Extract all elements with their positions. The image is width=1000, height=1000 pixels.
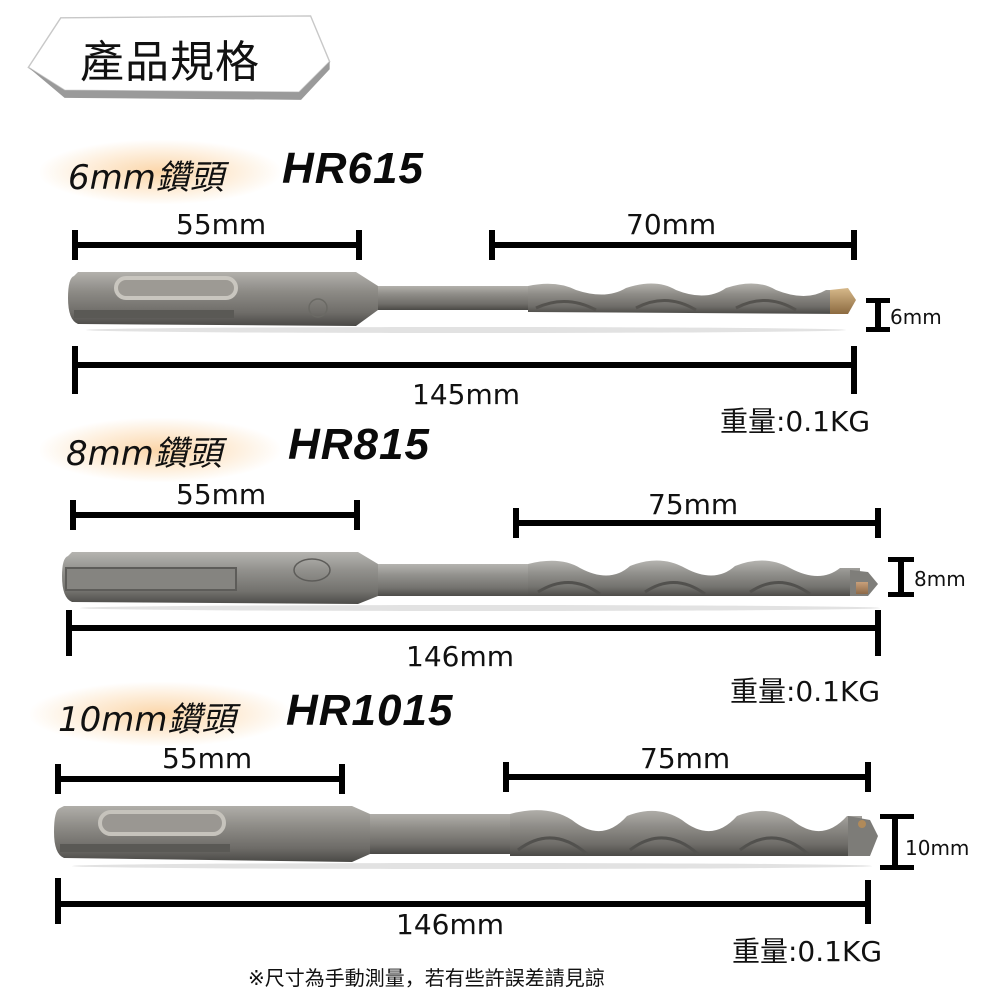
shank-dimension-line	[55, 776, 345, 782]
product-model: HR615	[282, 144, 424, 193]
dimension-tick	[72, 346, 78, 394]
product-size-label: 10mm鑽頭	[58, 700, 236, 740]
dimension-tick	[72, 230, 78, 260]
weight-label: 重量:0.1KG	[720, 405, 871, 438]
weight-label: 重量:0.1KG	[730, 675, 881, 708]
product-model: HR1015	[286, 686, 454, 735]
dimension-tick	[851, 230, 857, 260]
label-glow	[30, 682, 290, 746]
measurement-disclaimer: ※尺寸為手動測量，若有些許誤差請見諒	[248, 966, 605, 990]
flute-length-label: 75mm	[640, 742, 731, 775]
shank-dimension-line	[70, 512, 360, 518]
diameter-marker	[888, 557, 914, 597]
flute-dimension-line	[513, 520, 881, 526]
total-length-line	[66, 625, 881, 631]
shank-length-label: 55mm	[176, 478, 267, 511]
total-length-label: 145mm	[412, 378, 520, 411]
shank-length-label: 55mm	[176, 208, 267, 241]
total-length-line	[55, 901, 871, 907]
drill-bit-image	[68, 272, 856, 333]
drill-bit-image	[54, 806, 878, 869]
product-size-label: 6mm鑽頭	[68, 158, 224, 198]
diameter-label: 10mm	[905, 836, 970, 860]
dimension-tick	[865, 762, 871, 792]
dimension-tick	[875, 508, 881, 538]
drill-bit-image	[62, 552, 880, 611]
dimension-tick	[66, 610, 72, 656]
dimension-tick	[865, 880, 871, 924]
weight-label: 重量:0.1KG	[732, 935, 883, 968]
dimension-tick	[503, 762, 509, 792]
diameter-label: 6mm	[890, 305, 942, 329]
total-length-line	[72, 362, 857, 368]
dimension-tick	[489, 230, 495, 260]
shank-dimension-line	[72, 242, 362, 248]
dimension-tick	[70, 500, 76, 530]
flute-dimension-line	[489, 242, 857, 248]
dimension-tick	[339, 764, 345, 794]
dimension-tick	[354, 500, 360, 530]
title-banner	[27, 15, 331, 100]
product-model: HR815	[288, 420, 430, 469]
product-size-label: 8mm鑽頭	[66, 434, 222, 474]
dimension-tick	[55, 878, 61, 924]
label-glow	[40, 140, 280, 204]
dimension-tick	[55, 764, 61, 794]
label-glow	[40, 418, 280, 482]
flute-length-label: 75mm	[648, 488, 739, 521]
total-length-label: 146mm	[406, 640, 514, 673]
page-title: 產品規格	[80, 37, 260, 88]
dimension-tick	[851, 346, 857, 394]
diameter-label: 8mm	[914, 567, 966, 591]
total-length-label: 146mm	[396, 908, 504, 941]
diameter-marker	[880, 814, 914, 870]
diameter-marker	[866, 298, 890, 332]
dimension-tick	[875, 610, 881, 656]
shank-length-label: 55mm	[162, 742, 253, 775]
dimension-tick	[513, 508, 519, 538]
dimension-tick	[356, 230, 362, 260]
flute-length-label: 70mm	[626, 208, 717, 241]
flute-dimension-line	[503, 774, 871, 780]
